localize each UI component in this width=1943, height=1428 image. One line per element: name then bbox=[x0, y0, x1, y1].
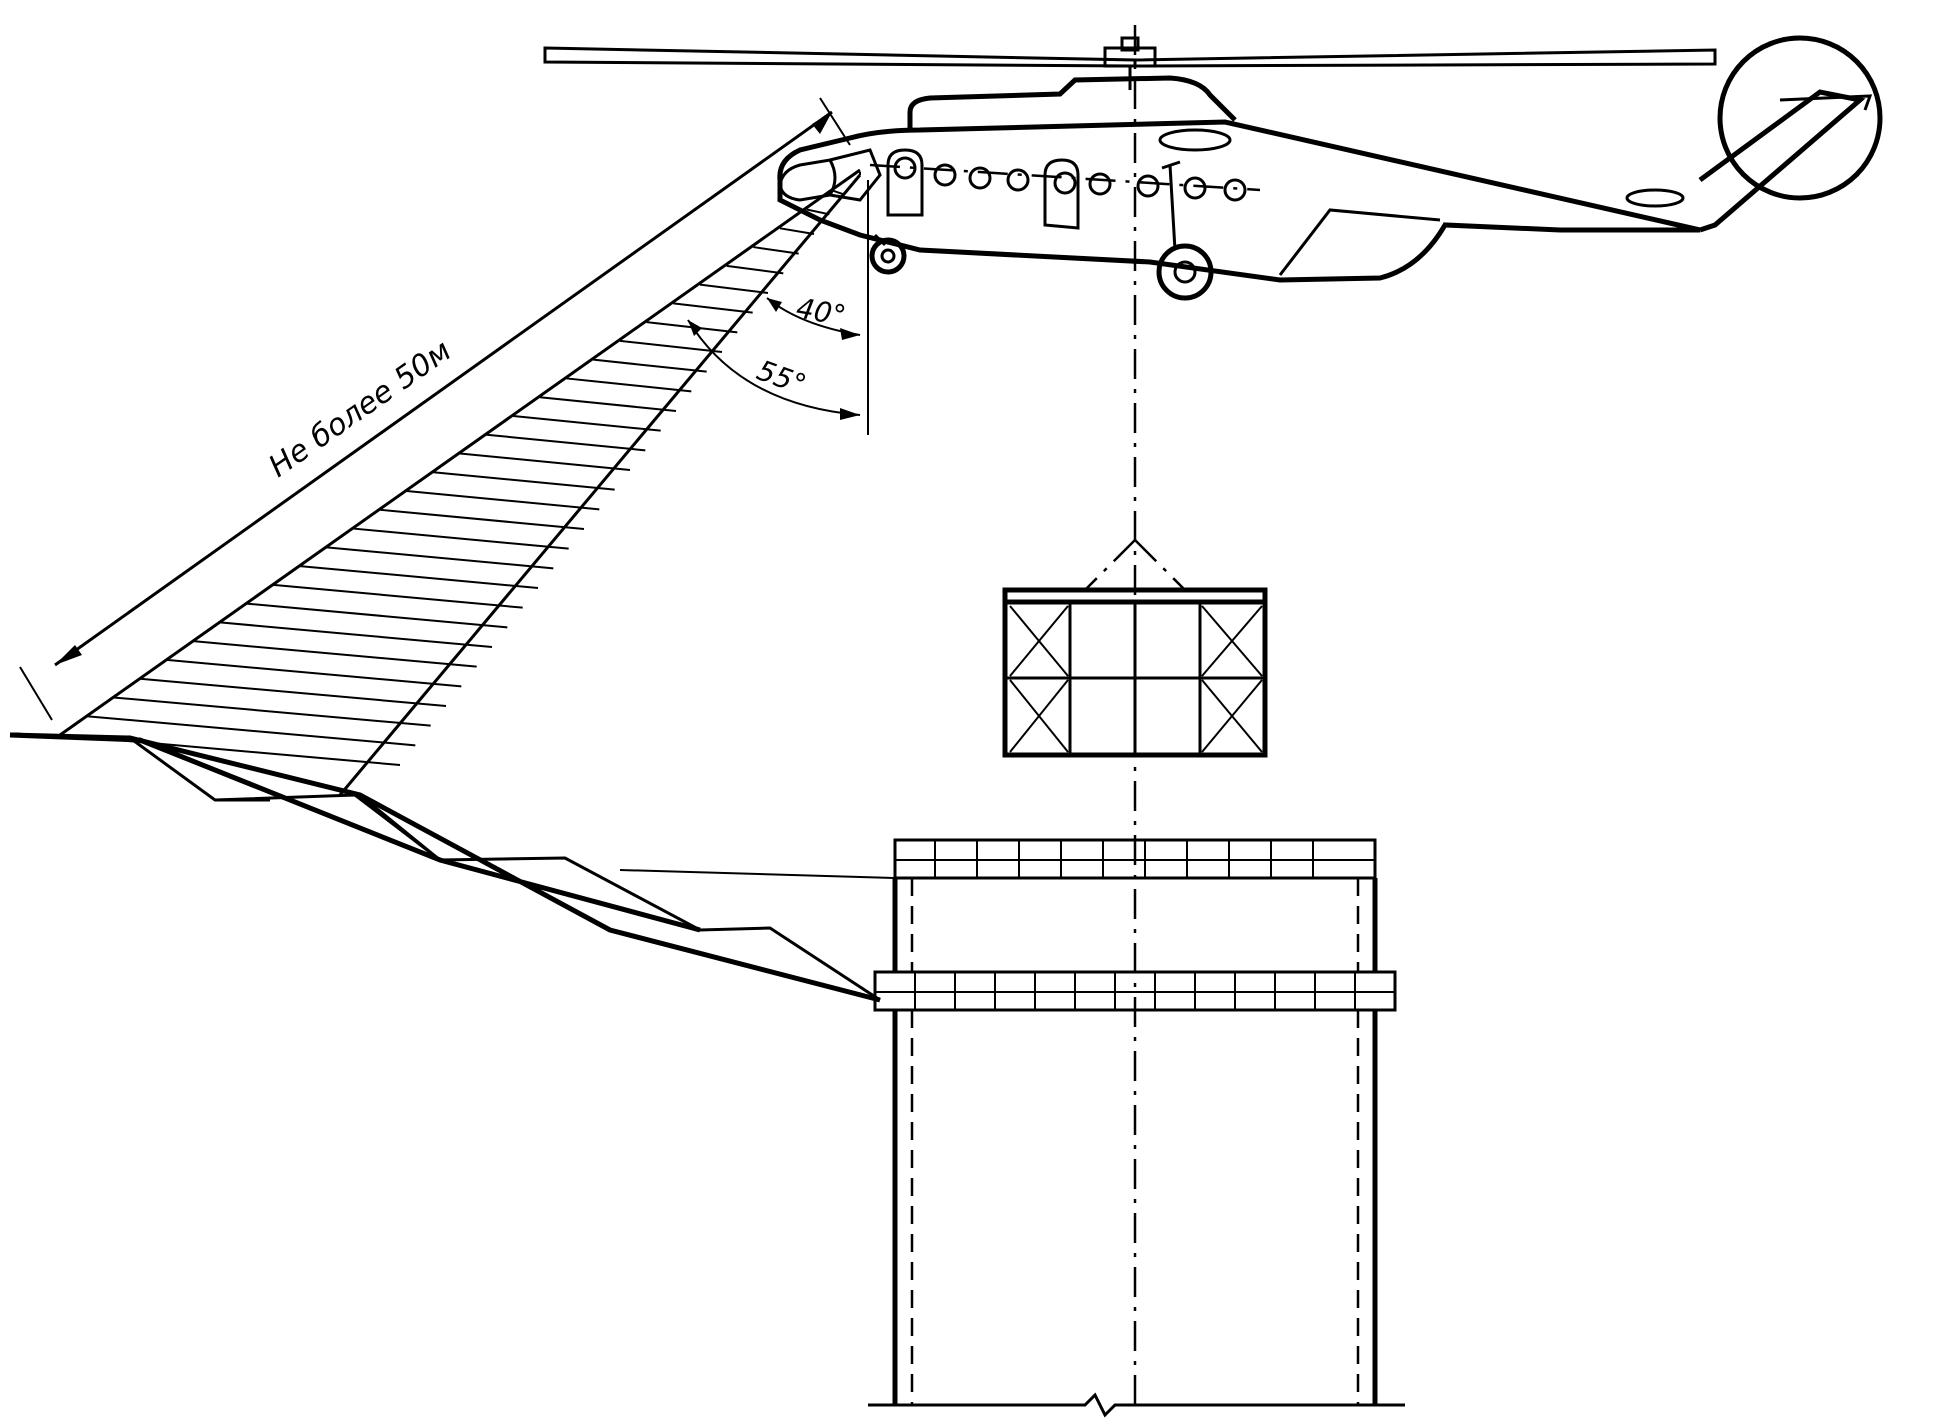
hatch-line bbox=[326, 546, 554, 570]
distance-label: Не более 50м bbox=[263, 333, 458, 484]
hatch-line bbox=[566, 377, 692, 393]
hatch-line bbox=[379, 508, 585, 530]
hatch-line bbox=[806, 208, 830, 216]
distance-dimension: Не более 50м bbox=[19, 97, 851, 721]
hatch-line bbox=[539, 396, 677, 412]
hatch-line bbox=[86, 715, 416, 747]
hatch-line bbox=[113, 696, 431, 727]
hatch-line bbox=[246, 602, 508, 629]
hatch-line bbox=[433, 471, 615, 491]
hatch-line bbox=[673, 302, 753, 314]
hatch-line bbox=[273, 583, 523, 609]
hatch-line bbox=[166, 658, 462, 688]
hatch-line bbox=[779, 227, 815, 235]
angle-annotations: 40° 55° bbox=[687, 180, 869, 435]
tail-rotor bbox=[1717, 35, 1883, 201]
hatch-line bbox=[139, 677, 447, 707]
hatch-line bbox=[593, 358, 707, 373]
hatch-line bbox=[753, 246, 799, 255]
hatch-line bbox=[219, 621, 493, 648]
cargo-container-icon bbox=[1002, 539, 1268, 758]
landing-gear bbox=[869, 233, 1214, 301]
hatch-line bbox=[833, 189, 845, 196]
hatch-line bbox=[406, 490, 600, 511]
hatch-line bbox=[193, 640, 477, 668]
building-structure bbox=[619, 838, 1405, 1418]
fuselage bbox=[777, 35, 1883, 301]
main-rotor bbox=[543, 36, 1717, 90]
hatch-line bbox=[699, 283, 769, 294]
windows bbox=[893, 156, 1247, 202]
angle-55-label: 55° bbox=[753, 354, 811, 402]
helicopter-icon bbox=[543, 35, 1883, 301]
hatch-line bbox=[459, 452, 631, 471]
hatch-line bbox=[299, 565, 539, 589]
hatch-line bbox=[513, 414, 661, 432]
angle-40-label: 40° bbox=[794, 291, 849, 332]
spotlight-beam-icon bbox=[9, 168, 881, 1003]
hatch-line bbox=[726, 264, 784, 275]
hatch-line bbox=[353, 527, 569, 550]
hatch-line bbox=[619, 339, 723, 353]
hatch-line bbox=[486, 433, 646, 452]
